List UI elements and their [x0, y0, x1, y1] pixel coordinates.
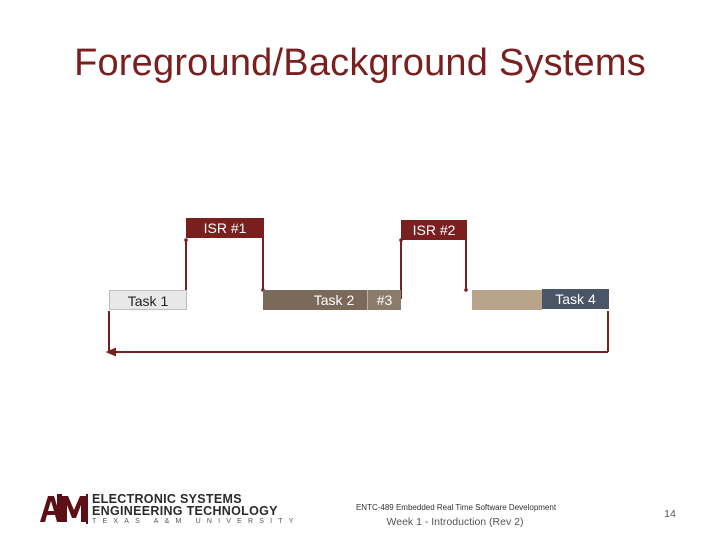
task3-block: #3: [367, 290, 401, 310]
task1-block: Task 1: [109, 290, 187, 310]
loop-return-arrowhead: [105, 347, 116, 357]
task3-continuation-block: [472, 290, 542, 310]
atm-mark-icon: [40, 494, 86, 522]
task2-label: Task 2: [313, 292, 355, 308]
logo-line-3: TEXAS A&M UNIVERSITY: [92, 518, 300, 525]
isr1-block: ISR #1: [186, 218, 264, 238]
logo-line-2: ENGINEERING TECHNOLOGY: [92, 504, 278, 518]
logo-line-1: ELECTRONIC SYSTEMS: [92, 492, 242, 506]
task4-label: Task 4: [555, 291, 596, 307]
isr1-label: ISR #1: [203, 220, 247, 236]
page-number: 14: [664, 508, 676, 520]
footer-lecture: Week 1 - Introduction (Rev 2): [386, 516, 524, 528]
isr2-block: ISR #2: [401, 220, 467, 240]
isr2-label: ISR #2: [412, 222, 456, 238]
slide-title: Foreground/Background Systems: [74, 42, 646, 84]
logo-divider: [86, 494, 88, 524]
task3-label: #3: [376, 292, 393, 308]
task4-block: Task 4: [542, 289, 609, 309]
task1-label: Task 1: [127, 293, 169, 309]
task2-block: Task 2: [263, 290, 367, 310]
footer-course: ENTC-489 Embedded Real Time Software Dev…: [355, 503, 557, 512]
